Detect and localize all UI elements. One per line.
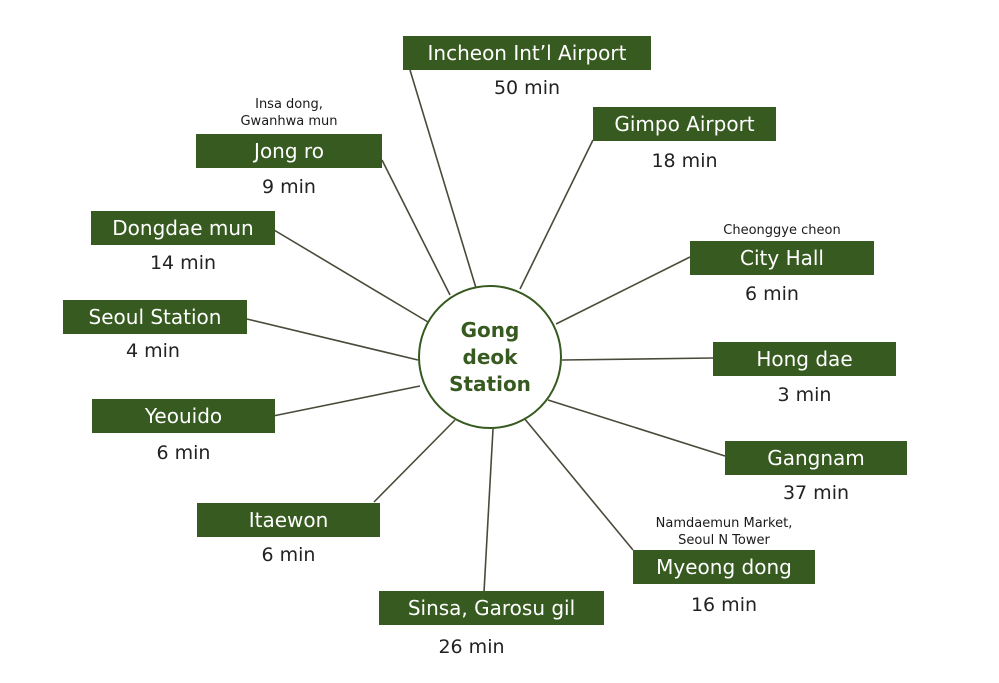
travel-time-sinsa-garosu-gil: 26 min <box>438 636 505 658</box>
center-station-circle: Gong deok Station <box>418 285 562 429</box>
travel-time-gangnam: 37 min <box>782 482 850 504</box>
note-line: Gwanhwa mun <box>240 114 338 129</box>
travel-time-hong-dae: 3 min <box>777 384 832 406</box>
note-line: Namdaemun Market, <box>655 516 793 531</box>
center-title-line: deok <box>462 344 518 369</box>
destination-sinsa-garosu-gil: Sinsa, Garosu gil <box>379 591 604 625</box>
connector-yeouido <box>272 385 421 417</box>
destination-dongdae-mun: Dongdae mun <box>91 211 275 245</box>
connector-sinsa <box>483 428 494 593</box>
destination-incheon-airport: Incheon Int’l Airport <box>403 36 651 70</box>
destination-yeouido: Yeouido <box>92 399 275 433</box>
center-title-line: Gong <box>460 317 520 342</box>
travel-time-seoul-station: 4 min <box>126 340 180 362</box>
connector-myeong-dong <box>523 417 634 551</box>
center-station-title: Gong deok Station <box>449 317 531 398</box>
note-line: Insa dong, <box>255 97 323 112</box>
travel-time-incheon-airport: 50 min <box>493 77 561 99</box>
note-myeong-dong: Namdaemun Market, Seoul N Tower <box>633 515 815 549</box>
destination-city-hall: City Hall <box>690 241 874 275</box>
connector-city-hall <box>555 256 691 325</box>
note-line: Seoul N Tower <box>678 533 770 548</box>
destination-hong-dae: Hong dae <box>713 342 896 376</box>
connector-gimpo <box>519 139 594 290</box>
note-line: Cheonggye cheon <box>723 223 841 238</box>
connector-seoul-station <box>246 318 419 361</box>
connector-dongdae-mun <box>273 229 429 323</box>
note-city-hall: Cheonggye cheon <box>690 222 874 239</box>
travel-time-yeouido: 6 min <box>156 442 211 464</box>
center-title-line: Station <box>449 371 531 396</box>
destination-myeong-dong: Myeong dong <box>633 550 815 584</box>
travel-time-city-hall: 6 min <box>745 283 799 305</box>
connector-jong-ro <box>381 159 451 296</box>
destination-gangnam: Gangnam <box>725 441 907 475</box>
note-jong-ro: Insa dong, Gwanhwa mun <box>196 96 382 130</box>
destination-seoul-station: Seoul Station <box>63 300 247 334</box>
travel-time-gimpo-airport: 18 min <box>651 150 718 172</box>
connector-gangnam <box>547 399 726 457</box>
travel-time-itaewon: 6 min <box>261 544 316 566</box>
destination-itaewon: Itaewon <box>197 503 380 537</box>
connector-incheon <box>409 69 477 289</box>
connector-itaewon <box>373 419 456 503</box>
destination-jong-ro: Jong ro <box>196 134 382 168</box>
travel-time-myeong-dong: 16 min <box>690 594 758 616</box>
travel-time-dongdae-mun: 14 min <box>149 252 217 274</box>
destination-gimpo-airport: Gimpo Airport <box>593 107 776 141</box>
travel-time-jong-ro: 9 min <box>262 176 316 198</box>
connector-hong-dae <box>561 357 714 361</box>
